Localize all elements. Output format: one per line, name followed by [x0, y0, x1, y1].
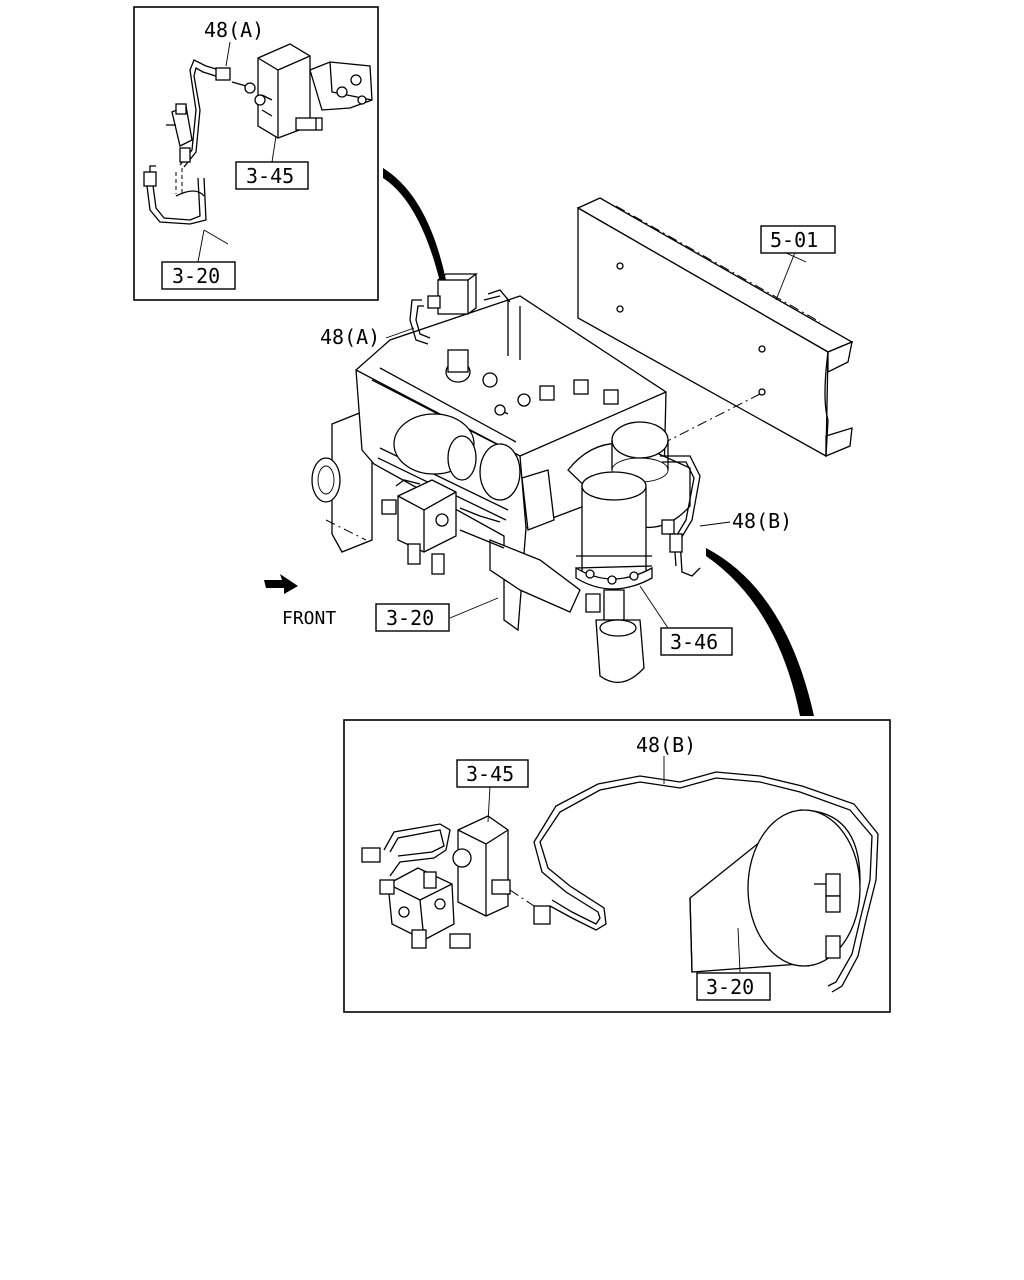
inset-b-label-320: 3-20 [706, 975, 754, 999]
inset-b-air-tank [689, 809, 861, 973]
frame-rail [576, 197, 854, 458]
main-box-320 [375, 603, 450, 632]
inset-a-detail: 48(A) 3-45 3-20 [133, 6, 379, 301]
pointer-arrow-top [383, 168, 446, 282]
inset-b-box-320 [696, 972, 771, 1001]
inset-b-detail: 3-45 48(B) 3-20 [343, 719, 891, 1013]
main-label-320: 3-20 [386, 606, 434, 630]
main-label-501: 5-01 [770, 228, 818, 252]
inset-b-box-345 [456, 759, 529, 788]
main-box-501 [760, 225, 836, 254]
main-label-front: FRONT [282, 608, 336, 629]
inset-b-relay-valve [361, 823, 471, 949]
inset-a-box-345 [235, 161, 309, 190]
main-label-48b: 48(B) [732, 509, 792, 533]
main-label-48a: 48(A) [320, 325, 380, 349]
inset-b-valve-block [452, 815, 511, 917]
inset-b-label-345: 3-45 [466, 762, 514, 786]
main-box-346 [660, 627, 733, 656]
air-assembly [311, 273, 701, 684]
inset-a-label-345: 3-45 [246, 164, 294, 188]
inset-a-pipe [143, 59, 256, 225]
main-label-346: 3-46 [670, 630, 718, 654]
pointer-arrow-bottom [706, 548, 814, 716]
inset-a-bracket [309, 61, 373, 111]
inset-a-label-48a: 48(A) [204, 18, 264, 42]
inset-b-label-48b: 48(B) [636, 733, 696, 757]
front-arrow-icon [264, 574, 298, 594]
inset-a-label-320: 3-20 [172, 264, 220, 288]
inset-a-box-320 [161, 261, 236, 290]
inset-a-valve-block [254, 43, 323, 139]
